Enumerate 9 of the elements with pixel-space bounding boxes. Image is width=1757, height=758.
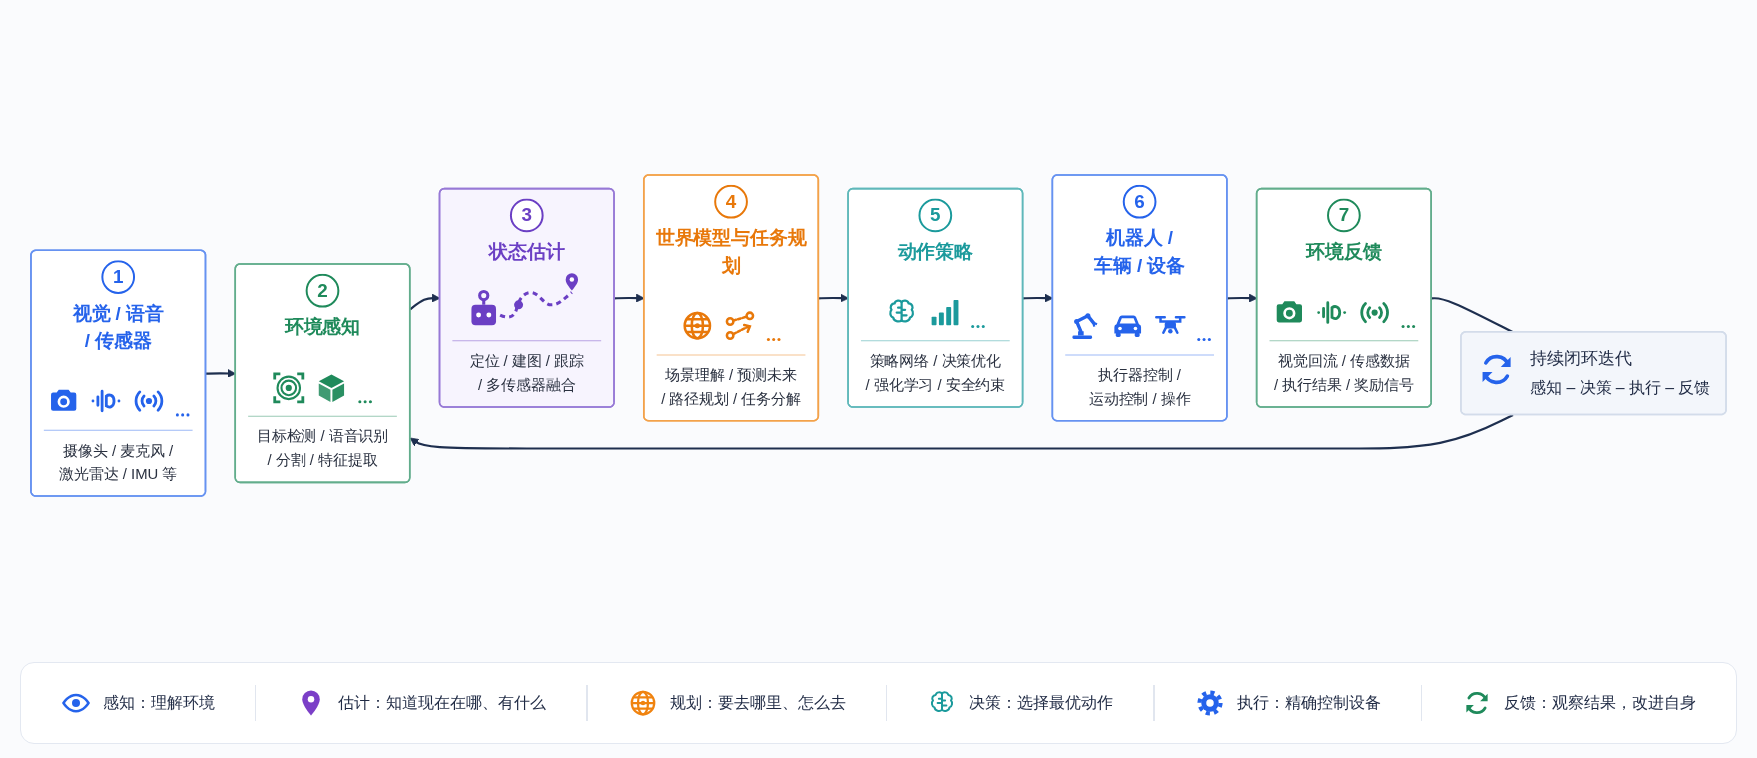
legend-text: 决策：选择最优动作 [969,692,1114,713]
connector [1431,296,1514,333]
legend-text: 反馈：观察结果，改进自身 [1504,692,1696,713]
arrow [409,413,1514,450]
legend-text: 执行：精确控制设备 [1236,692,1381,713]
legend-text: 感知：理解环境 [102,692,215,713]
arrow [818,293,849,302]
legend-text: 规划：要去哪里、怎么去 [669,692,846,713]
legend-text: 估计：知道现在在哪、有什么 [338,692,547,713]
